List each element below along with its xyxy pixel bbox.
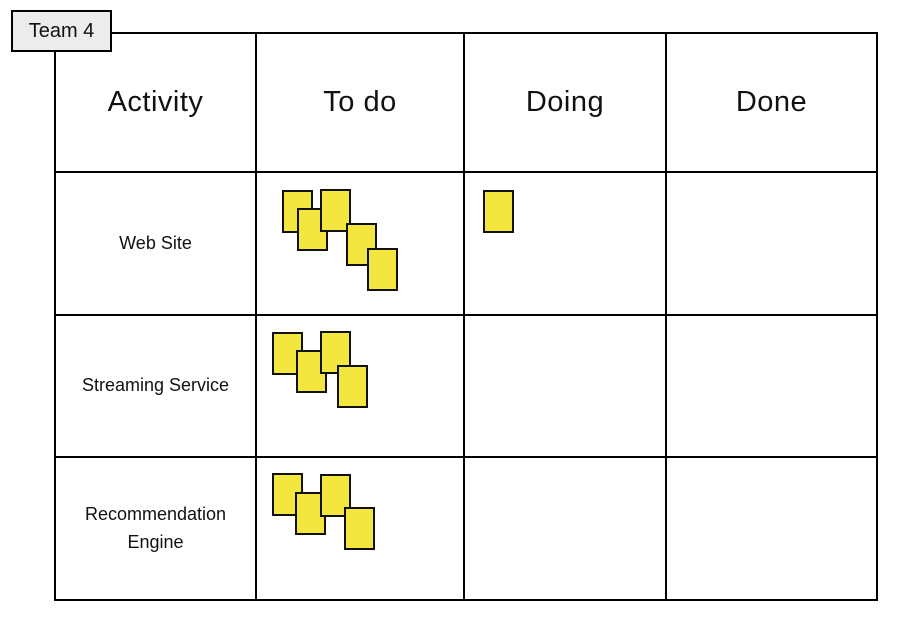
column-header-doing: Doing xyxy=(465,34,667,173)
column-header-todo: To do xyxy=(257,34,465,173)
sticky-note[interactable] xyxy=(320,331,351,374)
column-header-activity: Activity xyxy=(56,34,257,173)
row-label-streaming-service: Streaming Service xyxy=(56,316,257,458)
cell-streaming-service-doing xyxy=(465,316,667,458)
cell-web-site-done xyxy=(667,173,876,316)
cell-recommendation-engine-todo xyxy=(257,458,465,599)
sticky-note[interactable] xyxy=(337,365,368,408)
sticky-note[interactable] xyxy=(320,189,351,232)
sticky-note[interactable] xyxy=(483,190,514,233)
row-label-web-site: Web Site xyxy=(56,173,257,316)
sticky-note[interactable] xyxy=(344,507,375,550)
cell-streaming-service-done xyxy=(667,316,876,458)
column-header-done: Done xyxy=(667,34,876,173)
cell-recommendation-engine-doing xyxy=(465,458,667,599)
cell-recommendation-engine-done xyxy=(667,458,876,599)
sticky-note[interactable] xyxy=(367,248,398,291)
cell-streaming-service-todo xyxy=(257,316,465,458)
team-tag-label: Team 4 xyxy=(28,19,95,42)
team-tag: Team 4 xyxy=(11,10,112,52)
kanban-table: Activity To do Doing Done Web Site Strea… xyxy=(54,32,878,601)
cell-web-site-doing xyxy=(465,173,667,316)
cell-web-site-todo xyxy=(257,173,465,316)
row-label-recommendation-engine: Recommendation Engine xyxy=(56,458,257,599)
